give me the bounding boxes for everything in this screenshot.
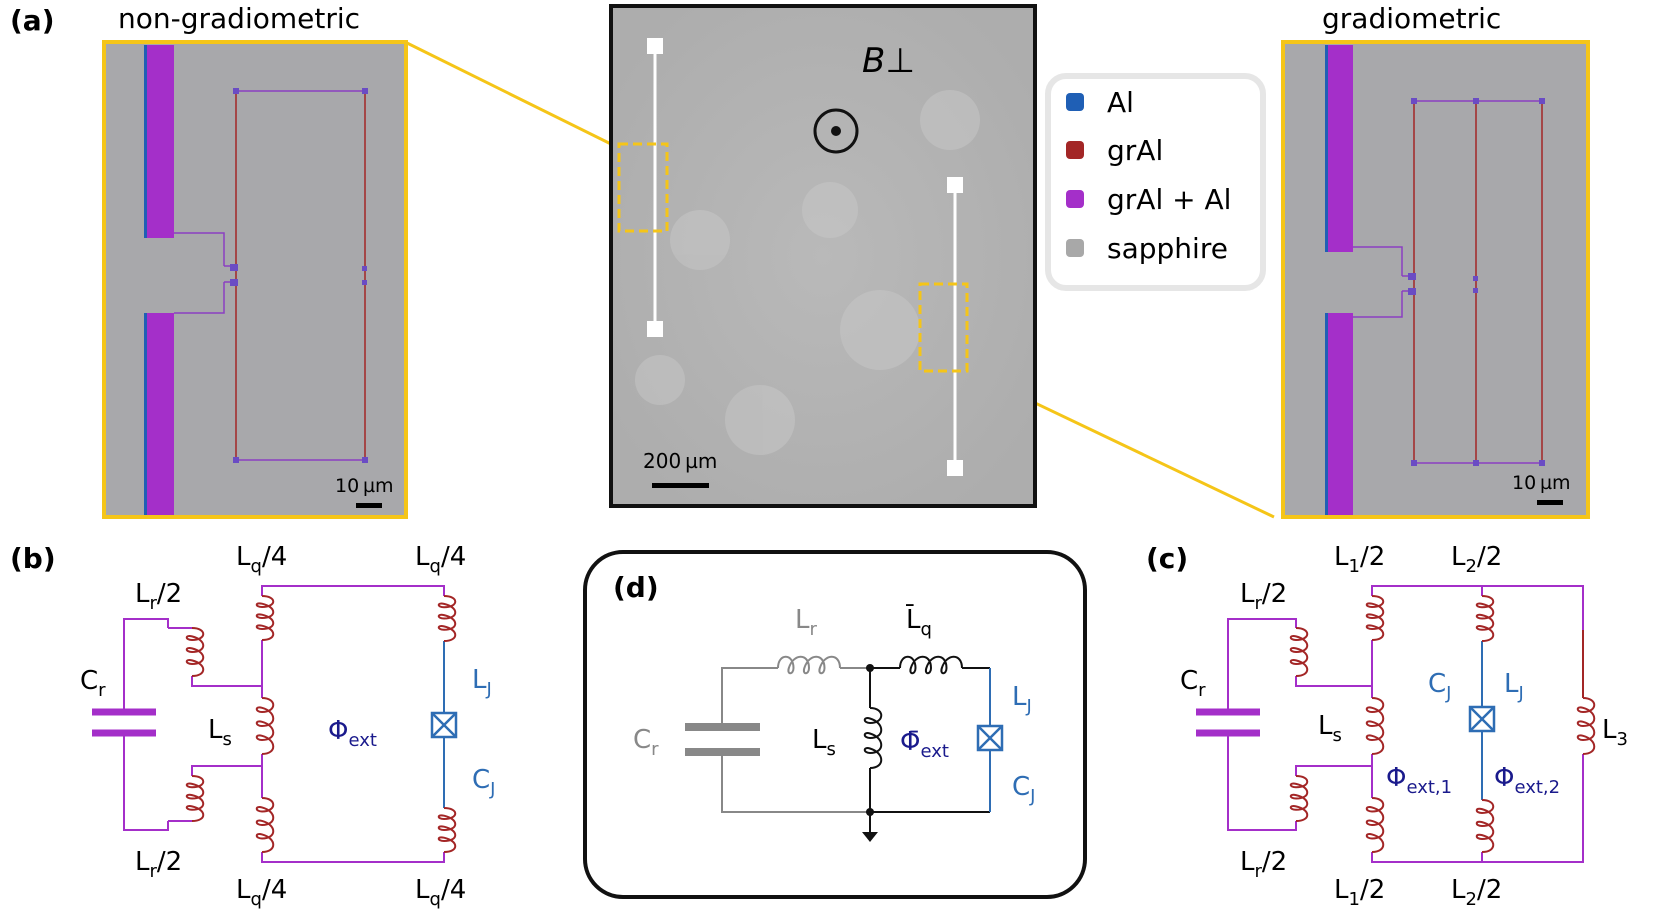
c-L1-bottom-inductor-icon (1365, 797, 1385, 853)
center-scalebar (652, 483, 709, 488)
field-label: B⊥ (862, 41, 915, 81)
circuit-d: Cr Lr L̄q Ls LJ CJ Φ̄ext (633, 603, 1035, 842)
right-pad-top (1325, 45, 1353, 252)
legend-label-sapphire: sapphire (1107, 232, 1228, 265)
center-scalebar-label: 200 µm (643, 449, 717, 473)
panel-b-label: (b) (10, 542, 56, 575)
center-right-dashed-box (918, 282, 969, 373)
c-Ls: Ls (1318, 711, 1342, 746)
c-L3-inductor-icon (1576, 697, 1596, 755)
c-Lr-bottom-inductor-icon (1289, 775, 1309, 822)
b-Lq-tl: Lq/4 (236, 542, 287, 577)
b-phi-ext: Φext (328, 716, 377, 751)
center-left-dashed-box (617, 142, 669, 233)
b-LJ: LJ (472, 665, 492, 700)
legend-label-al: Al (1107, 86, 1134, 119)
right-scalebar (1537, 500, 1563, 505)
c-LJ: LJ (1504, 669, 1524, 704)
b-Lr-top: Lr/2 (135, 579, 182, 614)
legend: Al grAl grAl + Al sapphire (1045, 73, 1266, 291)
left-pad-top (144, 45, 174, 238)
circuit-b: Cr Lr/2 Lr/2 Lq/4 Lq/4 Lq/4 Lq/4 Ls LJ C… (80, 542, 495, 909)
d-Lr-inductor-icon (777, 655, 841, 675)
b-Lr-bottom-inductor-icon (185, 775, 205, 822)
center-micrograph: B⊥ 200 µm (609, 4, 1037, 508)
d-Ls: Ls (812, 725, 836, 760)
c-Ls-inductor-icon (1365, 697, 1385, 755)
d-Lq-inductor-icon (899, 655, 963, 675)
d-Cr: Cr (633, 725, 659, 760)
b-Lq-bl-inductor-icon (255, 797, 275, 853)
d-LJ: LJ (1012, 682, 1032, 717)
b-CJ: CJ (472, 765, 495, 800)
right-pad-bottom (1325, 313, 1353, 516)
circuit-c: Cr Lr/2 Lr/2 L1/2 L2/2 L1/2 L2/2 L3 Ls C… (1180, 542, 1628, 909)
panel-a-label: (a) (10, 4, 55, 37)
b-Lr-top-inductor-icon (185, 627, 205, 677)
legend-swatch-gral-al (1066, 190, 1084, 208)
b-Lq-tr-inductor-icon (437, 595, 457, 642)
right-title: gradiometric (1322, 2, 1501, 35)
c-phi-ext-1: Φext,1 (1386, 763, 1452, 798)
left-title: non-gradiometric (118, 2, 360, 35)
right-zoom-frame (1281, 40, 1590, 519)
right-zoom-image: 10 µm (1283, 42, 1588, 517)
c-L1-top-inductor-icon (1365, 595, 1385, 641)
d-CJ: CJ (1012, 772, 1035, 807)
legend-swatch-al (1066, 93, 1084, 111)
c-Lr-top: Lr/2 (1240, 579, 1287, 614)
b-Ls-inductor-icon (255, 697, 275, 755)
c-Lr-top-inductor-icon (1289, 627, 1309, 677)
b-Lq-bl: Lq/4 (236, 875, 287, 909)
d-phi-ext: Φ̄ext (900, 727, 949, 762)
c-Lr-bottom: Lr/2 (1240, 847, 1287, 882)
legend-label-gral-al: grAl + Al (1107, 183, 1231, 216)
c-L3: L3 (1602, 715, 1628, 750)
right-scalebar-label: 10 µm (1512, 472, 1571, 494)
b-Lq-br: Lq/4 (415, 875, 466, 909)
b-Lr-bottom: Lr/2 (135, 847, 182, 882)
c-CJ: CJ (1428, 669, 1451, 704)
b-Lq-tr: Lq/4 (415, 542, 466, 577)
left-zoom-frame (102, 40, 408, 519)
left-scalebar-label: 10 µm (335, 475, 394, 497)
c-L2-top-inductor-icon (1475, 595, 1495, 642)
left-pad-bottom (144, 313, 174, 516)
b-Lq-tl-inductor-icon (255, 595, 275, 641)
b-Lq-br-inductor-icon (437, 807, 457, 853)
c-phi-ext-2: Φext,2 (1494, 763, 1560, 798)
c-Cr: Cr (1180, 666, 1206, 701)
field-out-of-plane-icon (813, 108, 859, 154)
c-L2-bottom-inductor-icon (1475, 799, 1495, 853)
left-zoom-image: 10 µm (104, 42, 406, 517)
b-Ls: Ls (208, 715, 232, 750)
legend-swatch-gral (1066, 141, 1084, 159)
legend-swatch-sapphire (1066, 239, 1084, 257)
panel-d-label: (d) (613, 571, 659, 604)
panel-d-frame (583, 550, 1087, 899)
legend-label-gral: grAl (1107, 134, 1163, 167)
c-L2-top: L2/2 (1451, 542, 1502, 577)
zoom-line-left (404, 40, 618, 149)
d-Lq: L̄q (905, 603, 932, 640)
d-Lr: Lr (795, 605, 818, 640)
left-scalebar (356, 503, 382, 508)
c-L1-bottom: L1/2 (1334, 875, 1385, 909)
panel-c-label: (c) (1146, 542, 1188, 575)
c-L2-bottom: L2/2 (1451, 875, 1502, 909)
d-Ls-inductor-icon (863, 707, 883, 769)
b-Cr: Cr (80, 666, 106, 701)
c-L1-top: L1/2 (1334, 542, 1385, 577)
